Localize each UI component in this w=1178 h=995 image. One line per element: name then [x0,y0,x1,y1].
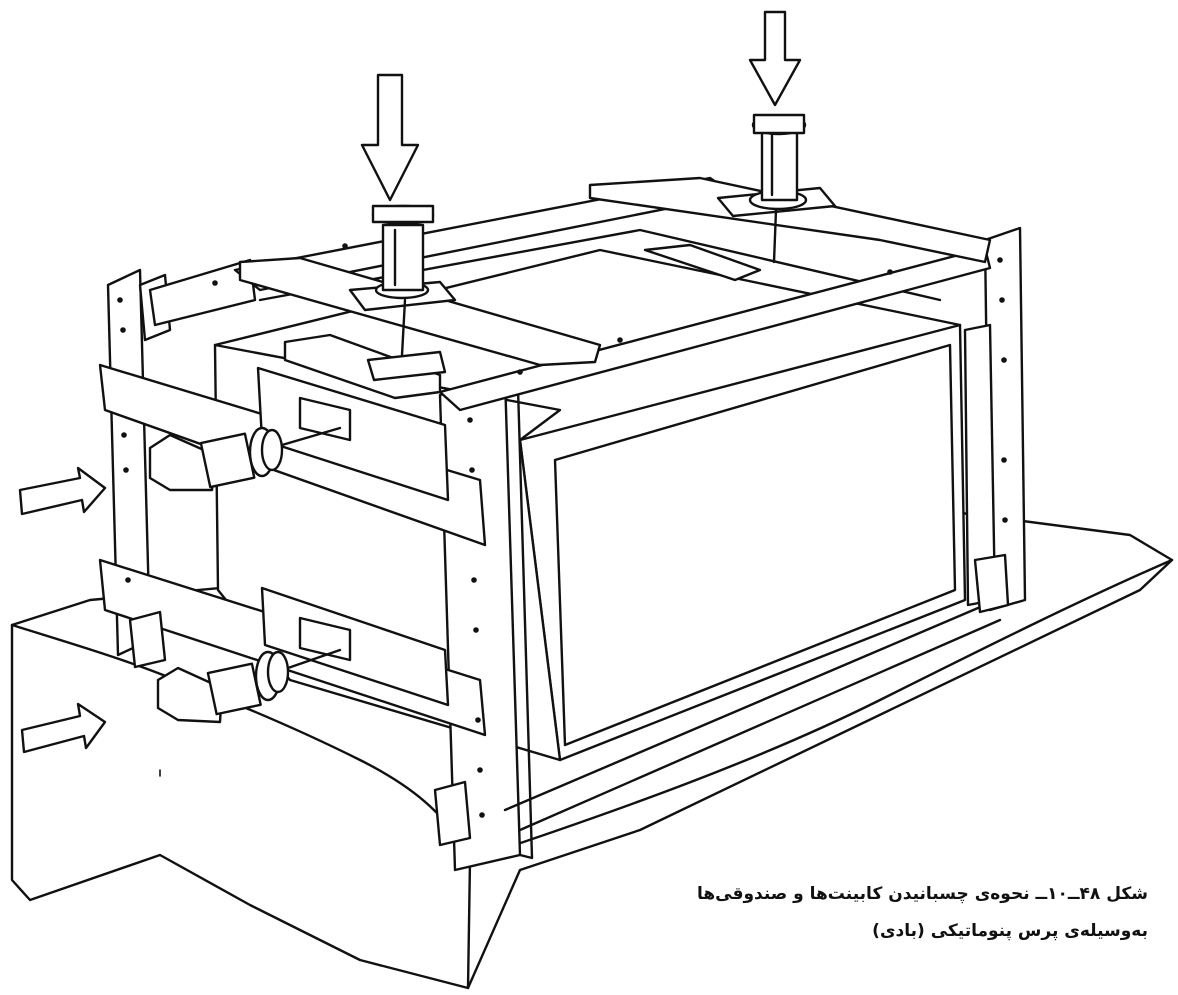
arrow-down-icon [748,10,802,107]
top-cylinder-right [716,113,837,264]
force-arrows [18,10,802,754]
arrow-right-icon [20,702,107,754]
arrow-down-icon [360,73,420,202]
frame-rivets [117,243,1008,818]
caption-line-2: به‌وسیله‌ی پرس پنوماتیکی (بادی) [872,921,1148,941]
caption-line-1: شکل ۴۸ــ۱۰ــ نحوه‌ی چسبانیدن کابینت‌ها و… [696,884,1148,904]
figure-caption: شکل ۴۸ــ۱۰ــ نحوه‌ی چسبانیدن کابینت‌ها و… [588,876,1148,950]
top-cylinder-left [348,204,457,382]
pneumatic-cylinders [148,113,837,724]
side-cylinder-upper [148,426,342,492]
press-frame [98,176,1027,872]
arrow-right-icon [18,466,107,516]
side-cylinder-lower [156,648,342,724]
clamp-pads [256,243,762,707]
